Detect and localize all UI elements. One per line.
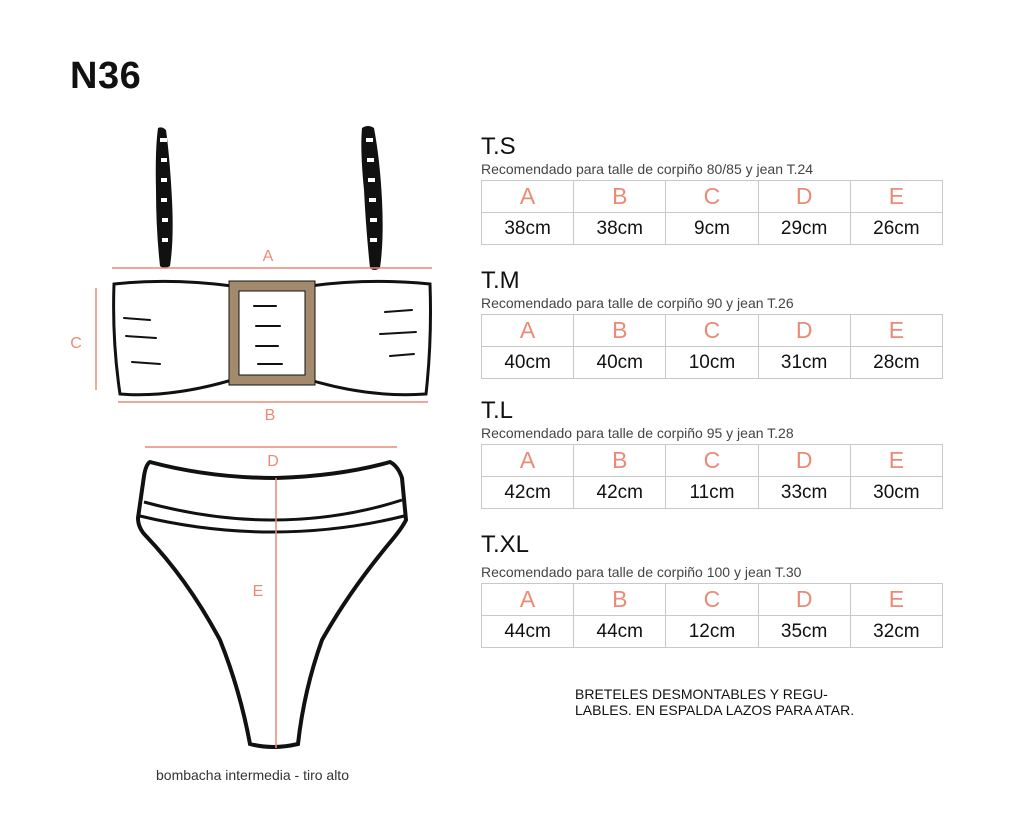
size-block-m: T.M Recomendado para talle de corpiño 90… bbox=[480, 267, 945, 379]
size-table: A B C D E 38cm 38cm 9cm 29cm 26cm bbox=[480, 180, 944, 245]
header-b: B bbox=[573, 583, 667, 616]
header-c: C bbox=[665, 583, 759, 616]
value-b: 38cm bbox=[573, 212, 667, 245]
value-b: 40cm bbox=[573, 346, 667, 379]
value-e: 32cm bbox=[849, 615, 944, 648]
header-d: D bbox=[757, 314, 851, 347]
value-e: 30cm bbox=[849, 476, 944, 509]
value-d: 31cm bbox=[757, 346, 851, 379]
label-c: C bbox=[70, 335, 82, 352]
value-a: 42cm bbox=[480, 476, 575, 509]
value-a: 38cm bbox=[480, 212, 575, 245]
bandeau-gathers bbox=[123, 305, 417, 365]
value-d: 29cm bbox=[757, 212, 851, 245]
header-c: C bbox=[665, 180, 759, 213]
size-recommendation: Recomendado para talle de corpiño 95 y j… bbox=[481, 425, 794, 441]
value-d: 33cm bbox=[757, 476, 851, 509]
right-strap bbox=[361, 126, 383, 270]
header-e: E bbox=[849, 444, 944, 477]
header-e: E bbox=[849, 180, 944, 213]
value-c: 10cm bbox=[665, 346, 759, 379]
header-b: B bbox=[573, 444, 667, 477]
bottom-waistband bbox=[143, 498, 403, 522]
size-name: T.S bbox=[481, 133, 516, 160]
header-a: A bbox=[480, 583, 575, 616]
label-d: D bbox=[267, 453, 279, 470]
header-d: D bbox=[757, 583, 851, 616]
header-b: B bbox=[573, 314, 667, 347]
size-block-s: T.S Recomendado para talle de corpiño 80… bbox=[480, 133, 945, 245]
value-c: 12cm bbox=[665, 615, 759, 648]
label-b: B bbox=[265, 407, 276, 424]
header-a: A bbox=[480, 180, 575, 213]
header-d: D bbox=[757, 444, 851, 477]
size-table: A B C D E 42cm 42cm 11cm 33cm 30cm bbox=[480, 444, 944, 509]
header-e: E bbox=[849, 314, 944, 347]
value-a: 44cm bbox=[480, 615, 575, 648]
size-name: T.L bbox=[481, 397, 514, 424]
label-e: E bbox=[253, 583, 264, 600]
size-recommendation: Recomendado para talle de corpiño 80/85 … bbox=[481, 161, 814, 177]
header-a: A bbox=[480, 444, 575, 477]
size-table: A B C D E 40cm 40cm 10cm 31cm 28cm bbox=[480, 314, 944, 379]
header-b: B bbox=[573, 180, 667, 213]
value-a: 40cm bbox=[480, 346, 575, 379]
value-d: 35cm bbox=[757, 615, 851, 648]
garment-diagram: A C B D E bbox=[70, 126, 432, 749]
header-a: A bbox=[480, 314, 575, 347]
size-name: T.M bbox=[481, 267, 520, 294]
size-table: A B C D E 44cm 44cm 12cm 35cm 32cm bbox=[480, 583, 944, 648]
header-c: C bbox=[665, 444, 759, 477]
bottom-caption: bombacha intermedia - tiro alto bbox=[156, 767, 349, 783]
label-a: A bbox=[263, 248, 274, 265]
value-e: 28cm bbox=[849, 346, 944, 379]
size-recommendation: Recomendado para talle de corpiño 100 y … bbox=[481, 564, 802, 580]
header-d: D bbox=[757, 180, 851, 213]
value-e: 26cm bbox=[849, 212, 944, 245]
buckle bbox=[229, 281, 315, 385]
value-b: 44cm bbox=[573, 615, 667, 648]
value-c: 11cm bbox=[665, 476, 759, 509]
header-c: C bbox=[665, 314, 759, 347]
size-block-xl: T.XL Recomendado para talle de corpiño 1… bbox=[480, 531, 945, 648]
value-b: 42cm bbox=[573, 476, 667, 509]
size-name: T.XL bbox=[481, 531, 530, 558]
header-e: E bbox=[849, 583, 944, 616]
bikini-bottom bbox=[135, 459, 409, 749]
straps-note: BRETELES DESMONTABLES Y REGU- LABLES. EN… bbox=[575, 686, 855, 718]
value-c: 9cm bbox=[665, 212, 759, 245]
size-block-l: T.L Recomendado para talle de corpiño 95… bbox=[480, 397, 945, 509]
left-strap bbox=[155, 127, 173, 268]
size-recommendation: Recomendado para talle de corpiño 90 y j… bbox=[481, 295, 794, 311]
model-code: N36 bbox=[70, 55, 142, 97]
